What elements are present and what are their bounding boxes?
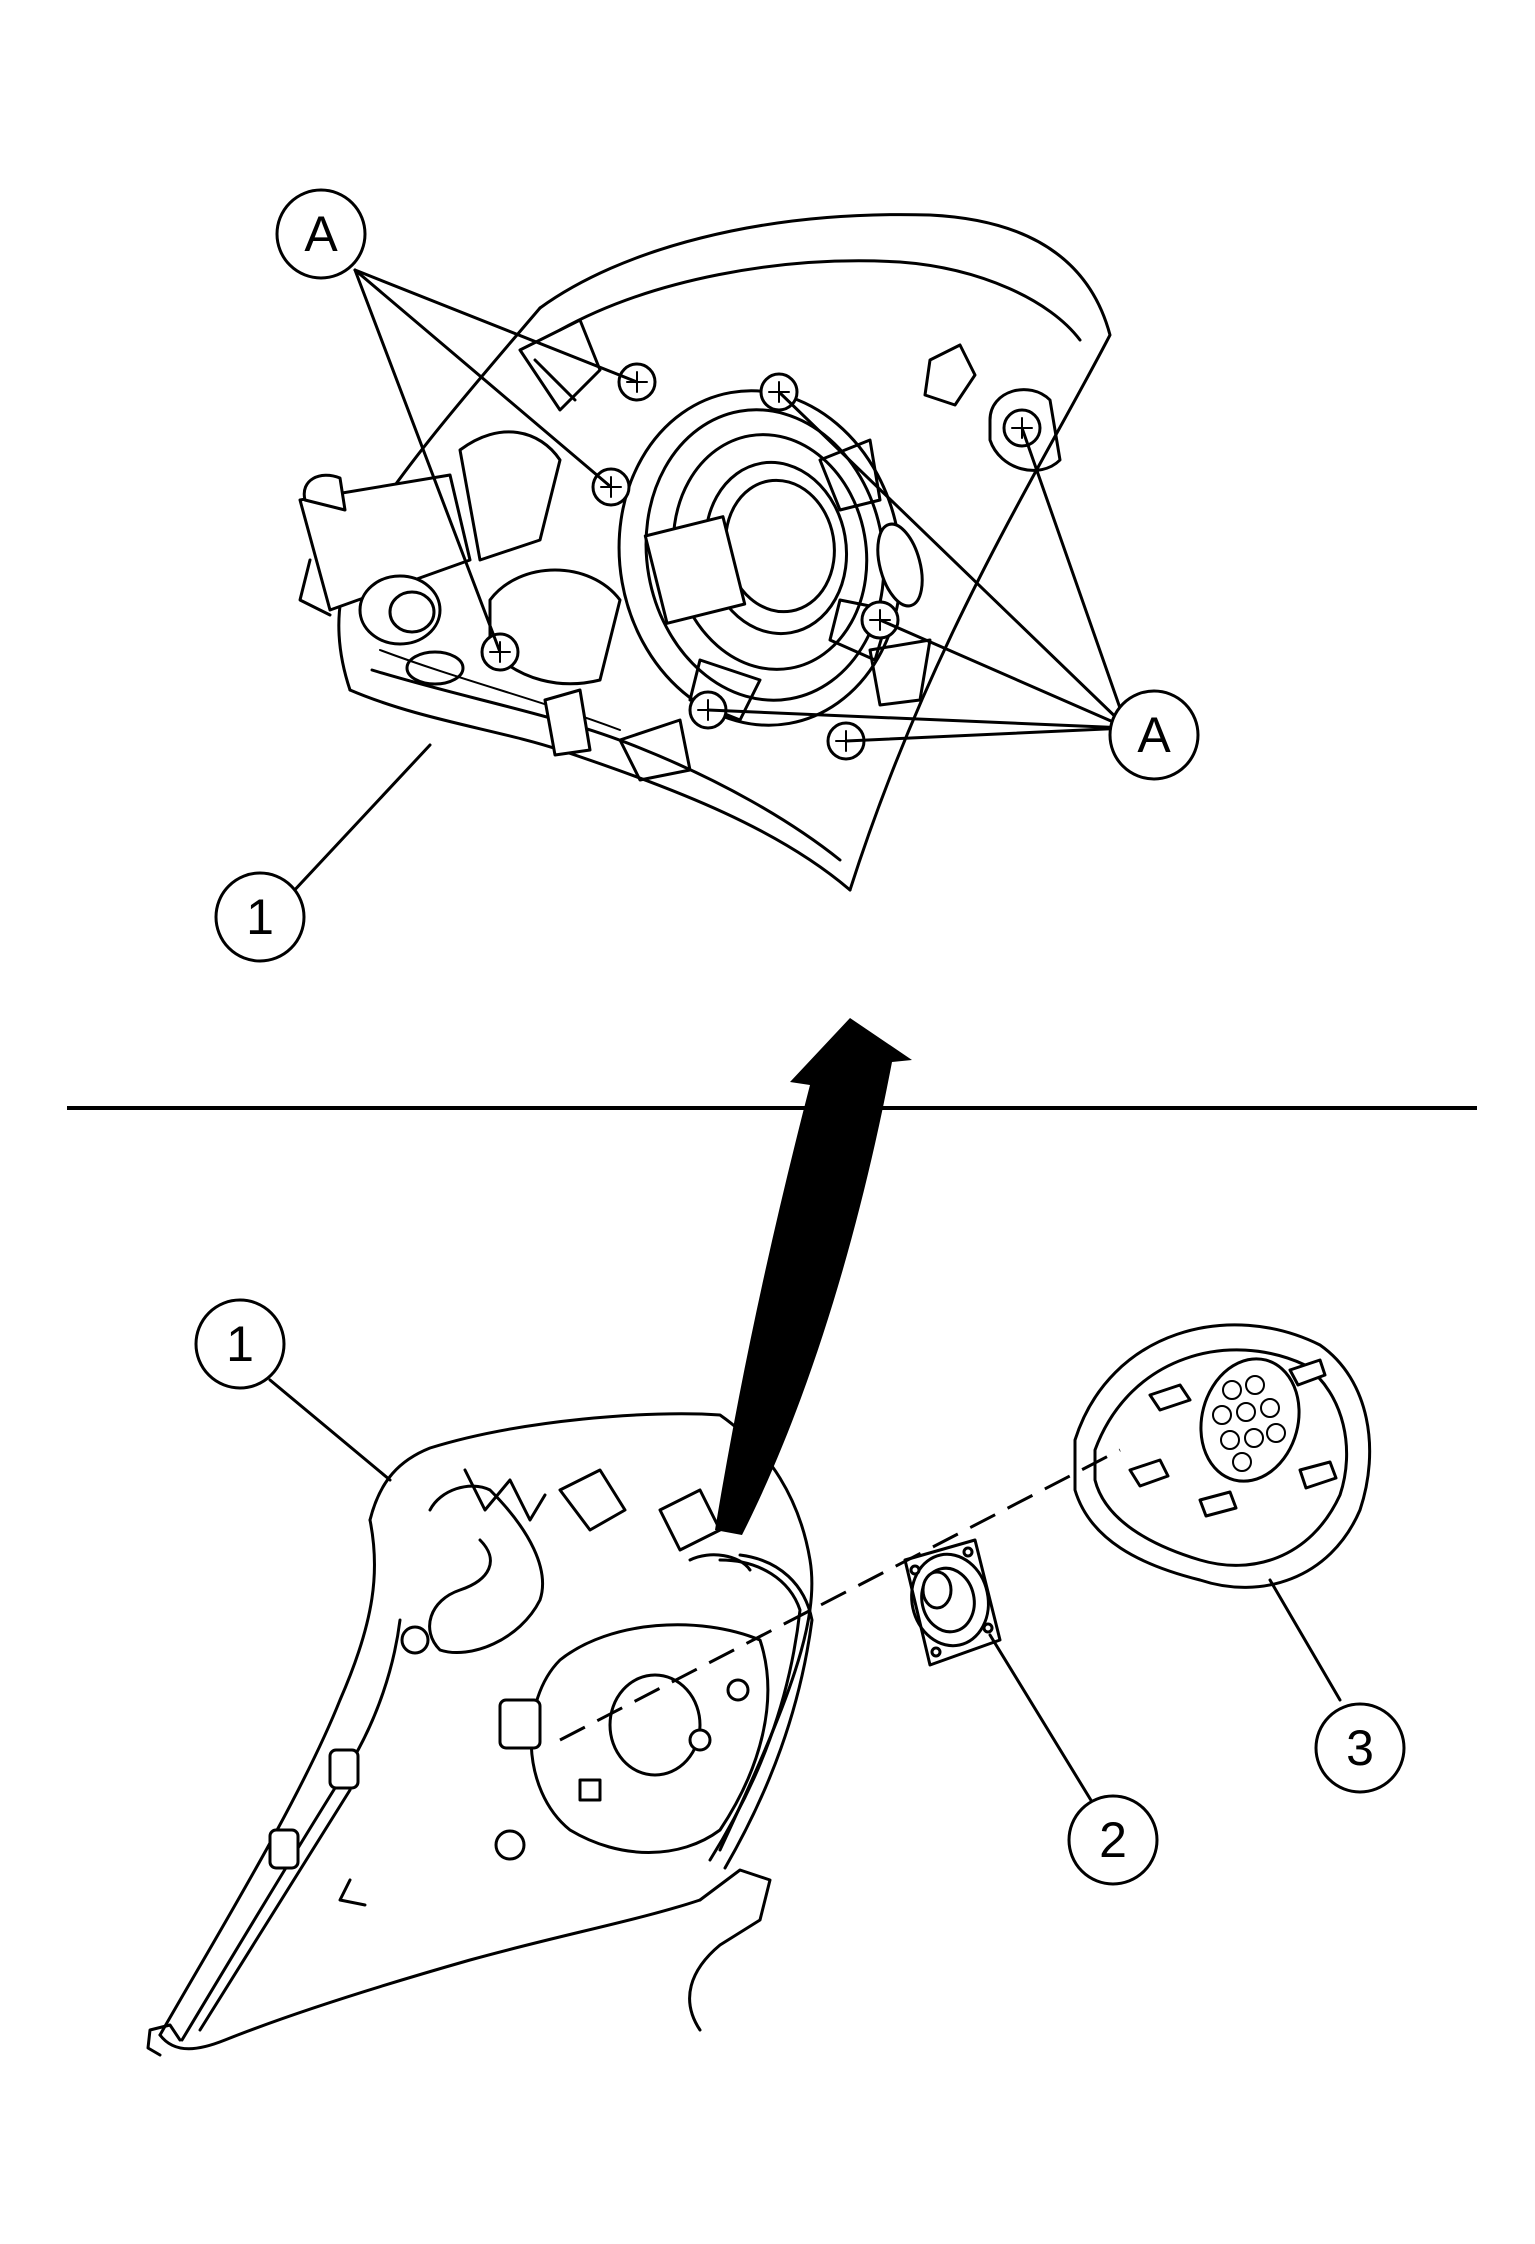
svg-text:A: A: [304, 206, 338, 262]
callout-3: 3: [1314, 1702, 1406, 1794]
svg-text:A: A: [1137, 707, 1171, 763]
svg-text:3: 3: [1346, 1720, 1374, 1776]
svg-text:1: 1: [226, 1316, 254, 1372]
speaker-unit: [903, 1538, 1002, 1667]
alignment-axis: [559, 1448, 1121, 1742]
svg-text:2: 2: [1099, 1812, 1127, 1868]
speaker-grille: [1073, 1323, 1372, 1589]
leader-lines-a-right: [706, 390, 1129, 743]
curved-arrow-icon: [715, 1018, 912, 1535]
leader-line-3: [1268, 1578, 1342, 1702]
callout-1-top: 1: [214, 871, 306, 963]
callout-a-upper-left: A: [275, 188, 367, 280]
callout-1-bottom: 1: [194, 1298, 286, 1390]
callout-a-right: A: [1108, 689, 1200, 781]
svg-text:1: 1: [246, 889, 274, 945]
detail-view-door-trim-back: [298, 213, 1112, 892]
callout-2: 2: [1067, 1794, 1159, 1886]
leader-line-1-top: [288, 743, 432, 897]
leader-lines-a-upper: [353, 268, 639, 654]
leader-line-1-bottom: [268, 1378, 392, 1482]
door-trim-panel: [146, 1412, 814, 2057]
leader-line-2: [988, 1633, 1102, 1817]
